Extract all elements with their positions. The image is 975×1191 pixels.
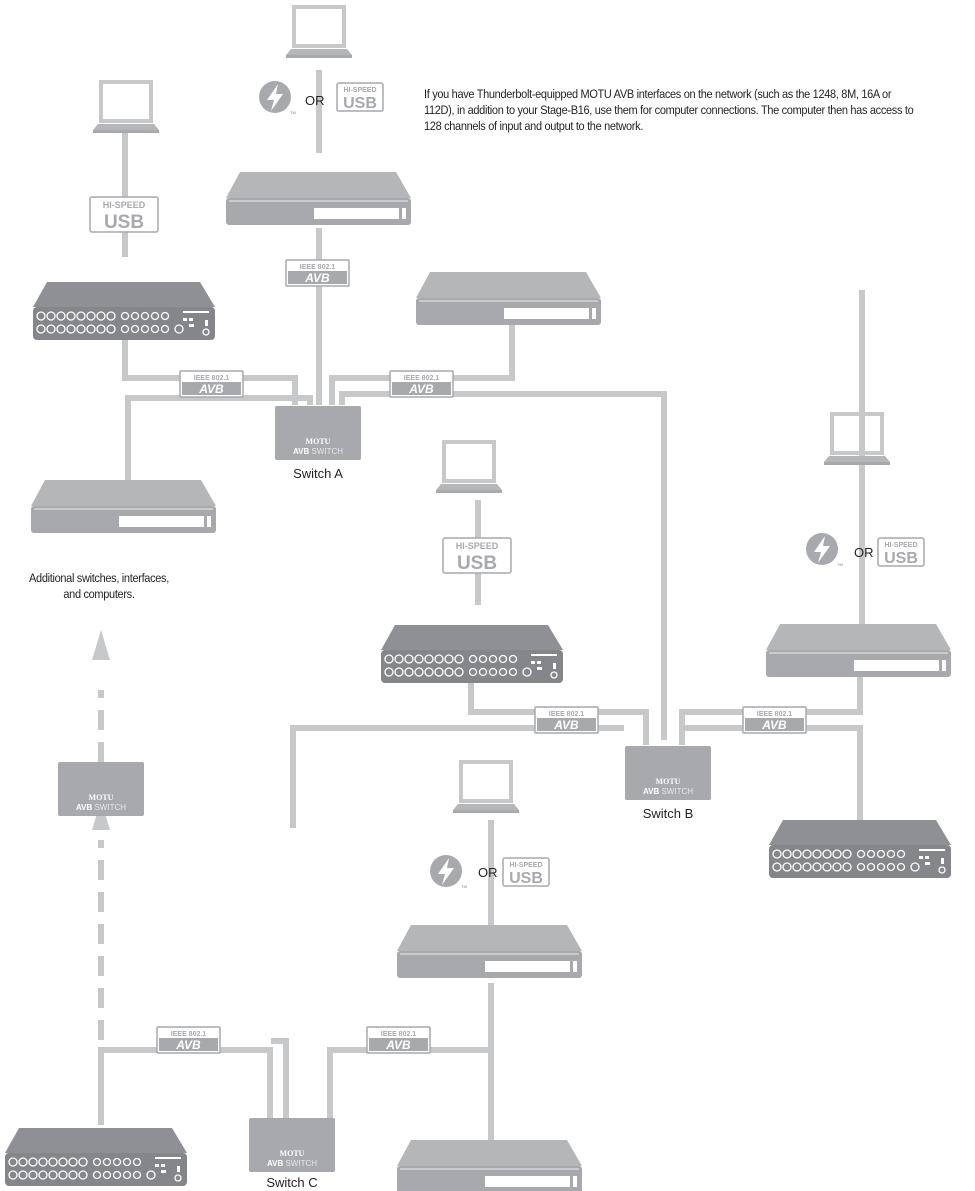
svg-text:MOTU: MOTU xyxy=(280,1149,305,1158)
svg-text:HI-SPEED: HI-SPEED xyxy=(509,862,542,869)
svg-text:MOTU: MOTU xyxy=(89,793,114,802)
svg-text:HI-SPEED: HI-SPEED xyxy=(456,541,499,551)
laptop-icon xyxy=(93,80,159,133)
svg-text:USB: USB xyxy=(509,870,543,887)
svg-text:IEEE 802.1: IEEE 802.1 xyxy=(549,711,585,718)
svg-text:USB: USB xyxy=(457,553,497,574)
usb-badge: HI-SPEED USB xyxy=(336,82,384,112)
svg-text:AVB SWITCH: AVB SWITCH xyxy=(267,1159,317,1168)
avb-badge: IEEE 802.1 AVB xyxy=(389,370,454,398)
stage-box-icon xyxy=(768,819,952,879)
avb-badge: IEEE 802.1 AVB xyxy=(179,370,244,398)
stage-box-icon xyxy=(380,624,564,684)
avb-switch-icon: MOTU AVB SWITCH xyxy=(275,406,361,460)
switch-label: Switch C xyxy=(266,1175,317,1190)
svg-text:IEEE 802.1: IEEE 802.1 xyxy=(171,1031,207,1038)
svg-text:IEEE 802.1: IEEE 802.1 xyxy=(757,711,793,718)
stage-box-icon xyxy=(4,1127,188,1187)
badge-layer: HI-SPEED USB HI-SPEED USB HI-SPEED USB H… xyxy=(89,82,925,1054)
rack-interface-icon xyxy=(397,925,582,978)
thunderbolt-icon xyxy=(430,855,467,889)
or-label: OR xyxy=(478,865,498,880)
connection-options: OR OR OR xyxy=(259,81,874,889)
thunderbolt-icon xyxy=(259,81,296,115)
avb-switch-icon: MOTU AVB SWITCH xyxy=(625,746,711,800)
svg-text:AVB SWITCH: AVB SWITCH xyxy=(643,787,693,796)
svg-text:AVB: AVB xyxy=(198,382,224,396)
svg-text:IEEE 802.1: IEEE 802.1 xyxy=(404,375,440,382)
rack-interface-icon xyxy=(766,624,951,677)
svg-text:IEEE 802.1: IEEE 802.1 xyxy=(381,1031,417,1038)
thunderbolt-icon xyxy=(806,533,843,567)
cable-layer xyxy=(98,70,865,1140)
svg-text:IEEE 802.1: IEEE 802.1 xyxy=(300,264,336,271)
laptop-icon xyxy=(824,412,890,465)
svg-text:AVB: AVB xyxy=(304,271,330,285)
avb-badge: IEEE 802.1 AVB xyxy=(366,1026,431,1054)
svg-text:USB: USB xyxy=(104,212,144,233)
usb-badge: HI-SPEED USB xyxy=(89,196,159,233)
additional-note: Additional switches, interfaces, and com… xyxy=(29,571,169,601)
rack-interface-icon xyxy=(397,1140,582,1191)
svg-text:USB: USB xyxy=(343,95,377,112)
svg-text:AVB SWITCH: AVB SWITCH xyxy=(293,447,343,456)
svg-text:HI-SPEED: HI-SPEED xyxy=(103,200,146,210)
usb-badge: HI-SPEED USB xyxy=(877,537,925,567)
usb-badge: HI-SPEED USB xyxy=(502,857,550,887)
interface-layer xyxy=(4,172,952,1191)
svg-text:USB: USB xyxy=(884,550,918,567)
laptop-icon xyxy=(286,5,352,58)
rack-interface-icon xyxy=(31,480,216,533)
avb-switch-icon: MOTU AVB SWITCH xyxy=(249,1118,335,1172)
svg-text:HI-SPEED: HI-SPEED xyxy=(343,87,376,94)
usb-badge: HI-SPEED USB xyxy=(442,537,512,574)
rack-interface-icon xyxy=(226,172,411,225)
switch-layer: MOTU AVB SWITCH Switch A MOTU AVB SWITCH… xyxy=(58,406,711,1190)
switch-label: Switch A xyxy=(293,466,343,481)
avb-badge: IEEE 802.1 AVB xyxy=(742,706,807,734)
svg-text:AVB: AVB xyxy=(553,718,579,732)
intro-note: If you have Thunderbolt-equipped MOTU AV… xyxy=(424,87,914,133)
or-label: OR xyxy=(305,93,325,108)
stage-box-icon xyxy=(32,281,216,341)
svg-text:AVB: AVB xyxy=(175,1038,201,1052)
arrow-up-icon xyxy=(92,630,110,660)
svg-text:HI-SPEED: HI-SPEED xyxy=(884,542,917,549)
switch-label: Switch B xyxy=(643,806,694,821)
svg-text:AVB: AVB xyxy=(761,718,787,732)
avb-badge: IEEE 802.1 AVB xyxy=(156,1026,221,1054)
avb-badge: IEEE 802.1 AVB xyxy=(534,706,599,734)
rack-interface-icon xyxy=(416,272,601,325)
avb-badge: IEEE 802.1 AVB xyxy=(285,259,350,287)
laptop-icon xyxy=(453,760,519,813)
avb-switch-icon: MOTU AVB SWITCH xyxy=(58,762,144,816)
laptop-icon xyxy=(436,440,502,493)
svg-text:AVB SWITCH: AVB SWITCH xyxy=(76,803,126,812)
svg-text:IEEE 802.1: IEEE 802.1 xyxy=(194,375,230,382)
or-label: OR xyxy=(854,545,874,560)
svg-text:MOTU: MOTU xyxy=(656,777,681,786)
svg-text:MOTU: MOTU xyxy=(306,437,331,446)
svg-text:AVB: AVB xyxy=(385,1038,411,1052)
svg-text:AVB: AVB xyxy=(408,382,434,396)
